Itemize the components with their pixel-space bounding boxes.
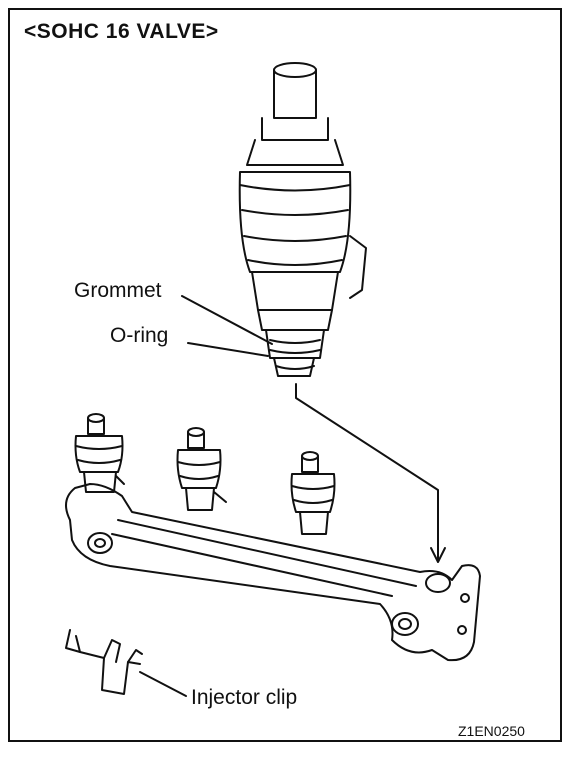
figure-frame — [8, 8, 562, 742]
figure-title: <SOHC 16 VALVE> — [24, 20, 219, 43]
grommet-label: Grommet — [74, 279, 162, 302]
fuel-rail — [65, 483, 481, 662]
grommet-leader — [181, 295, 273, 345]
rail-injector-3 — [290, 451, 336, 535]
rail-injector-1 — [74, 413, 125, 493]
injector-clip — [65, 629, 143, 695]
o-ring-leader — [187, 342, 269, 357]
injector-large — [238, 62, 367, 377]
injector-clip-leader — [139, 671, 187, 697]
rail-injector-2 — [176, 427, 227, 511]
figure-code: Z1EN0250 — [458, 723, 525, 739]
o-ring-label: O-ring — [110, 324, 169, 347]
assembly-guide-line — [295, 383, 439, 561]
guide-arrow-icon — [430, 547, 446, 563]
injector-clip-label: Injector clip — [191, 686, 298, 709]
